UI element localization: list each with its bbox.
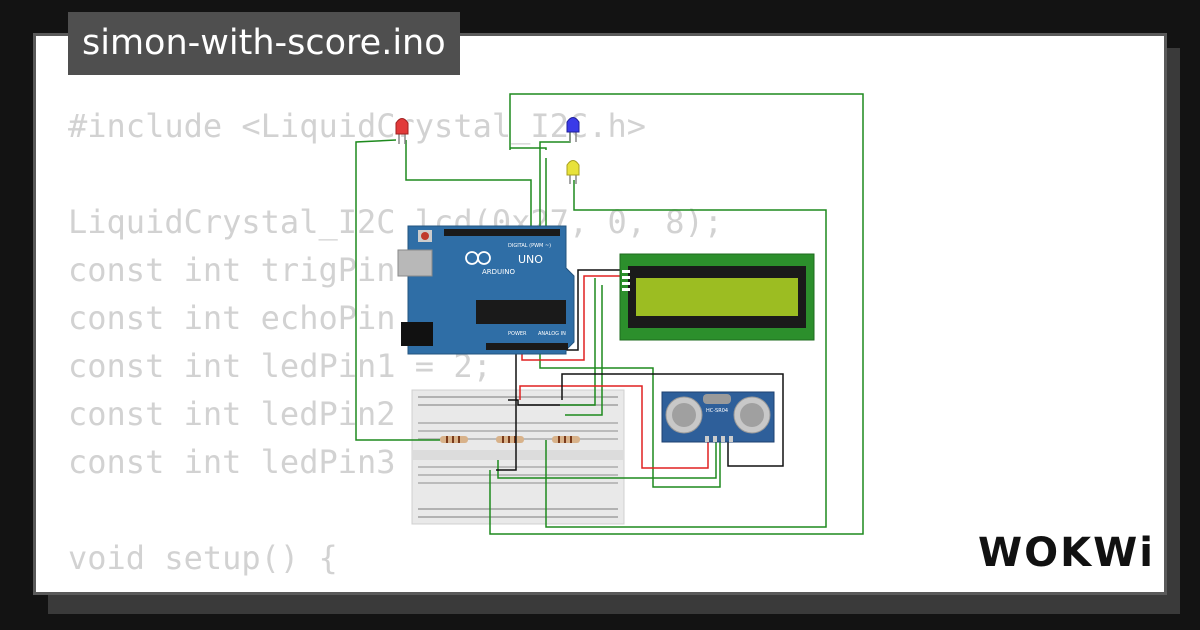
code-line: const int ledPin2 <box>68 395 396 433</box>
breadboard <box>411 389 625 525</box>
code-line: const int trigPin <box>68 251 396 289</box>
analog-pins-label: ANALOG IN <box>538 331 566 337</box>
wokwi-logo-text: WOKWi <box>978 530 1155 576</box>
code-line: const int ledPin1 = 2; <box>68 347 492 385</box>
ultrasonic-sensor: HC-SR04 <box>661 391 775 443</box>
arduino-brand-label: ARDUINO <box>482 268 515 276</box>
code-line: const int ledPin3 <box>68 443 396 481</box>
led-yellow-icon <box>566 160 580 184</box>
wokwi-logo: WOKWi <box>978 530 1155 576</box>
sensor-label: HC-SR04 <box>706 408 728 414</box>
code-line: pinMode(trigPin, OUTPUT); <box>68 582 723 592</box>
circuit-diagram: UNO ARDUINO DIGITAL (PWM ~) POWER ANALOG… <box>355 93 864 535</box>
project-title: simon-with-score.ino <box>68 12 460 75</box>
code-line: void setup() { <box>68 539 338 577</box>
preview-card: #include <LiquidCrystal_I2C.h>LiquidCrys… <box>33 33 1167 595</box>
arduino-uno-board: UNO ARDUINO DIGITAL (PWM ~) POWER ANALOG… <box>397 225 575 355</box>
power-pins-label: POWER <box>508 331 527 337</box>
arduino-model-label: UNO <box>518 253 543 266</box>
led-red-icon <box>395 118 409 144</box>
digital-pins-label: DIGITAL (PWM ~) <box>508 243 551 249</box>
code-line: const int echoPin <box>68 299 396 337</box>
lcd-display <box>619 253 815 341</box>
led-blue-icon <box>566 117 580 142</box>
